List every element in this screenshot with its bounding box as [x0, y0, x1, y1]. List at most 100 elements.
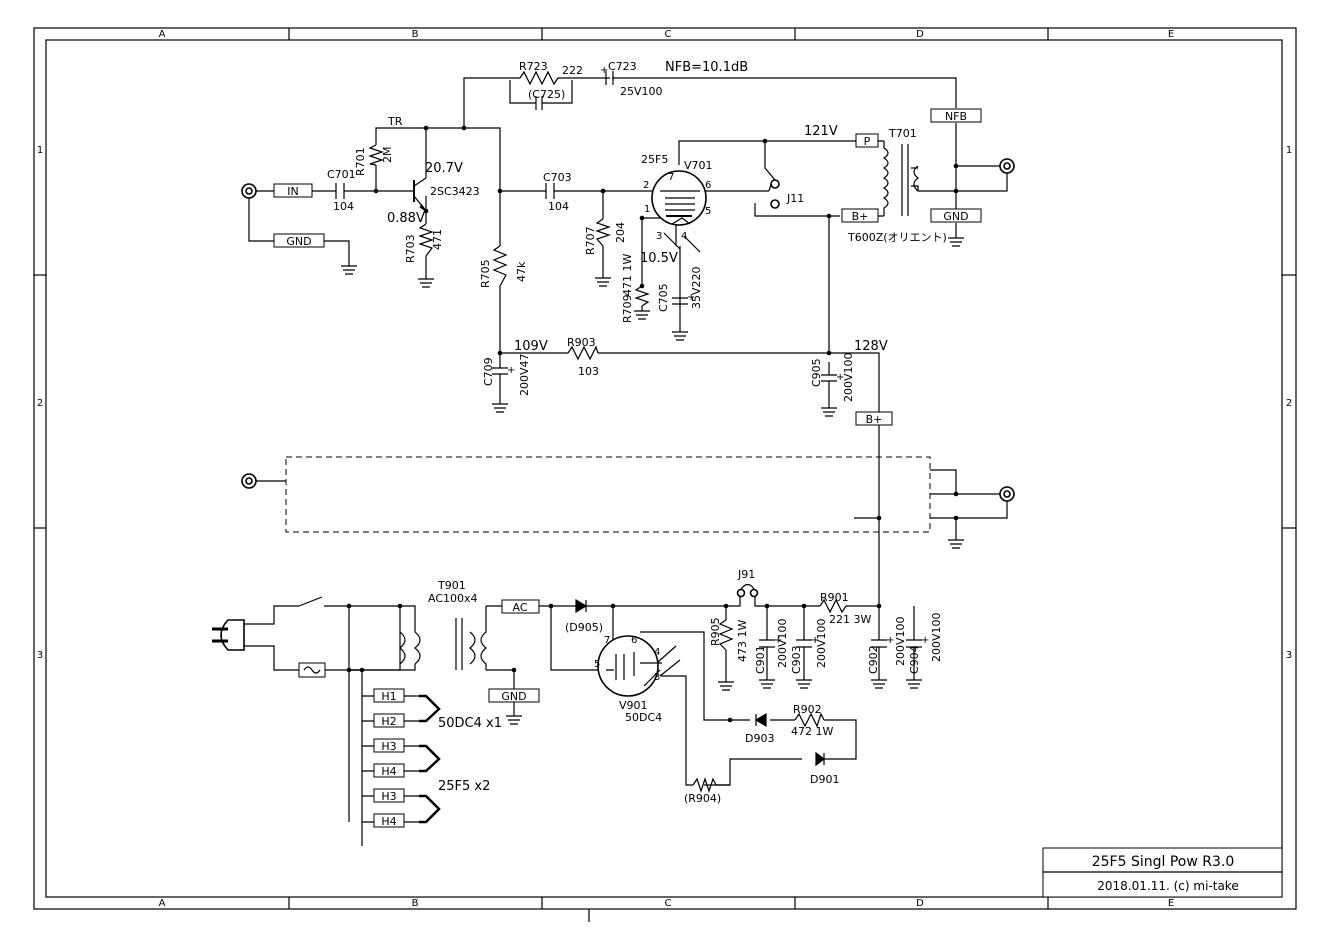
- resistor-r901: [819, 598, 847, 614]
- label-50dc4: 50DC4: [625, 711, 662, 724]
- svg-text:+: +: [687, 292, 695, 303]
- label-d905: (D905): [565, 621, 603, 634]
- components: [212, 70, 964, 824]
- label-v701-pin6: 6: [705, 180, 711, 191]
- title-text: 25F5 Singl Pow R3.0: [1092, 854, 1235, 870]
- label-0-88v: 0.88V: [387, 211, 425, 226]
- label-j91: J91: [737, 568, 755, 581]
- label-heater-50dc4: 50DC4 x1: [438, 716, 502, 731]
- svg-text:+: +: [507, 365, 515, 376]
- port-in: IN: [287, 185, 298, 198]
- label-r703-value: 471: [431, 229, 444, 250]
- resistor-r703: [418, 223, 434, 257]
- label-r902: R902: [793, 703, 822, 716]
- label-c701: C701: [327, 168, 356, 181]
- label-r705-value: 47k: [515, 261, 528, 282]
- label-c905-value: 200V100: [842, 352, 855, 402]
- label-c709: C709: [482, 357, 495, 386]
- heater-bracket-3: [419, 794, 441, 824]
- port-h3-b: H3: [381, 790, 396, 803]
- label-c723: C723: [608, 60, 637, 73]
- col-label-b-bottom: B: [412, 898, 419, 909]
- resistor-r709: [634, 285, 650, 307]
- port-h1: H1: [381, 690, 396, 703]
- label-c705-value: 35V220: [690, 266, 703, 309]
- label-c903-value: 200V100: [815, 618, 828, 668]
- label-c902-value: 200V100: [894, 616, 907, 666]
- label-j11: J11: [786, 192, 804, 205]
- output-jack: [999, 158, 1015, 174]
- label-d901: D901: [810, 773, 839, 786]
- col-label-a: A: [159, 29, 166, 40]
- row-label-3-right: 3: [1286, 650, 1292, 661]
- rotated-component-labels: R701 2M R703 471 R705 47k R707 204 R709 …: [354, 147, 943, 675]
- label-v701-pin5: 5: [705, 206, 711, 217]
- label-c725: (C725): [528, 88, 565, 101]
- label-v901-pin6: 6: [631, 635, 637, 646]
- label-tr: TR: [387, 115, 403, 128]
- label-v701-pin3: 3: [656, 231, 662, 242]
- label-v901-pin5: 5: [594, 659, 600, 670]
- date-credit-text: 2018.01.11. (c) mi-take: [1097, 879, 1238, 893]
- port-p: P: [864, 135, 871, 148]
- power-switch: [298, 596, 323, 607]
- port-ac: AC: [512, 601, 527, 614]
- label-c709-value: 200V47: [518, 353, 531, 396]
- title-block: 25F5 Singl Pow R3.0 2018.01.11. (c) mi-t…: [1042, 847, 1283, 898]
- tube-v701: [651, 170, 707, 253]
- tube-v901: [597, 635, 681, 697]
- label-2sc3423: 2SC3423: [430, 185, 480, 198]
- svg-text:+: +: [836, 372, 844, 383]
- diode-d901: [815, 751, 825, 767]
- port-nfb: NFB: [945, 110, 967, 123]
- sheet-frame: [33, 27, 1297, 922]
- label-v701-pin1: 1: [644, 204, 650, 215]
- fuse: [298, 662, 326, 678]
- jumper-j11: [768, 179, 780, 209]
- label-c904: C904: [908, 645, 921, 674]
- col-label-e-bottom: E: [1168, 898, 1174, 909]
- col-label-e: E: [1168, 29, 1174, 40]
- label-c703: C703: [543, 171, 572, 184]
- diode-d903: [754, 712, 767, 728]
- svg-text:+: +: [886, 635, 894, 646]
- label-v901-pin3: 3: [654, 672, 660, 683]
- capacitor-c725: [535, 96, 548, 110]
- label-heater-25f5: 25F5 x2: [438, 779, 490, 794]
- resistor-r705: [492, 245, 508, 287]
- label-t701: T701: [888, 127, 917, 140]
- label-r705: R705: [479, 259, 492, 288]
- diode-d905: [575, 598, 588, 614]
- capacitor-c904: [906, 639, 922, 648]
- label-r709-value: 471 1W: [621, 254, 634, 296]
- wires: [244, 77, 1008, 846]
- row-label-3: 3: [37, 650, 43, 661]
- label-t600z: T600Z(オリエント): [847, 231, 947, 244]
- label-d903: D903: [745, 732, 774, 745]
- power-plug: [212, 619, 245, 651]
- port-labels: IN GND NFB GND P B+ B+ AC GND H1 H2 H3 H…: [273, 108, 982, 828]
- label-v901-pin4: 4: [654, 647, 660, 658]
- label-r703: R703: [404, 234, 417, 263]
- port-gnd-out: GND: [943, 210, 968, 223]
- transformer-t901: [399, 606, 487, 670]
- label-c905: C905: [810, 358, 823, 387]
- resistor-r701: [368, 144, 384, 166]
- resistor-r905: [718, 619, 734, 651]
- port-gnd-in: GND: [286, 235, 311, 248]
- svg-text:+: +: [600, 65, 608, 76]
- label-v901: V901: [619, 699, 648, 712]
- port-h4-a: H4: [381, 765, 396, 778]
- col-label-c-bottom: C: [665, 898, 672, 909]
- row-label-1: 1: [37, 145, 43, 156]
- port-h4-b: H4: [381, 815, 396, 828]
- component-labels: R723 222 (C725) C723 25V100 NFB=10.1dB T…: [327, 60, 947, 805]
- label-10-5v: 10.5V: [640, 251, 678, 266]
- resistor-r904: [692, 777, 730, 793]
- col-label-d-bottom: D: [916, 898, 924, 909]
- label-c903: C903: [790, 645, 803, 674]
- output-jack-ch2: [999, 486, 1015, 502]
- label-c902: C902: [867, 645, 880, 674]
- svg-text:+: +: [921, 635, 929, 646]
- label-r709: R709: [621, 294, 634, 323]
